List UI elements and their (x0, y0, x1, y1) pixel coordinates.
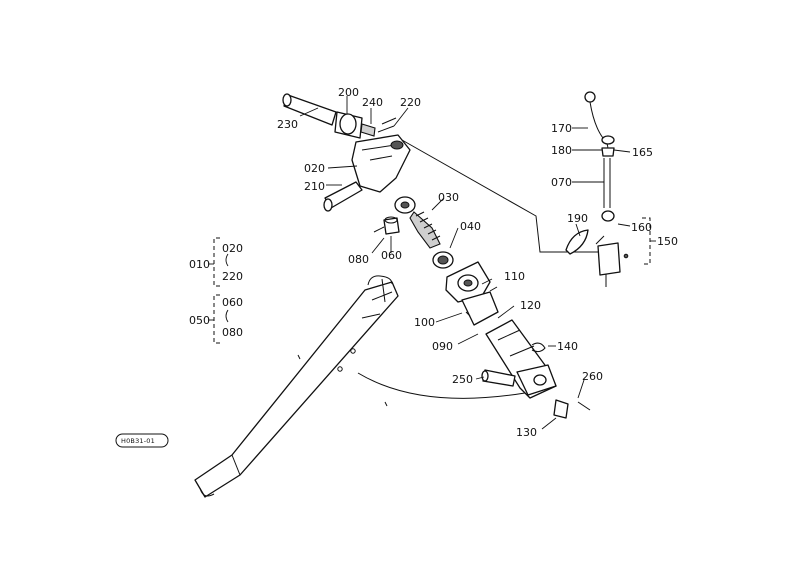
group-bracket-050 (208, 294, 229, 344)
label-240: 240 (362, 96, 383, 109)
label-030: 030 (438, 191, 459, 204)
group-bracket-010 (208, 237, 229, 287)
label-100: 100 (414, 316, 435, 329)
label-160: 160 (631, 221, 652, 234)
group-010-top: 020 (222, 242, 243, 255)
label-260: 260 (582, 370, 603, 383)
stamp-text: H0B31-01 (121, 437, 155, 445)
label-080: 080 (348, 253, 369, 266)
label-070: 070 (551, 176, 572, 189)
label-090: 090 (432, 340, 453, 353)
cylinder-body (445, 261, 591, 419)
label-210: 210 (304, 180, 325, 193)
label-110: 110 (504, 270, 525, 283)
label-220: 220 (400, 96, 421, 109)
part-labels: 200 240 220 230 020 210 030 040 080 060 … (189, 86, 678, 439)
spring-stack (373, 196, 454, 269)
group-050-top: 060 (222, 296, 243, 309)
group-label-050: 050 (189, 314, 210, 327)
label-120: 120 (520, 299, 541, 312)
control-lever-assembly (565, 91, 629, 276)
group-label-010: 010 (189, 258, 210, 271)
group-010-bottom: 220 (222, 270, 243, 283)
label-170: 170 (551, 122, 572, 135)
label-150: 150 (657, 235, 678, 248)
label-140: 140 (557, 340, 578, 353)
group-050-bottom: 080 (222, 326, 243, 339)
label-180: 180 (551, 144, 572, 157)
label-060: 060 (381, 249, 402, 262)
lower-link-arm (194, 275, 526, 498)
label-130: 130 (516, 426, 537, 439)
label-190: 190 (567, 212, 588, 225)
label-020: 020 (304, 162, 325, 175)
handle-assembly (282, 93, 411, 212)
label-250: 250 (452, 373, 473, 386)
drawing-reference-stamp: H0B31-01 (115, 433, 169, 448)
leader-lines (299, 96, 656, 430)
label-040: 040 (460, 220, 481, 233)
label-165: 165 (632, 146, 653, 159)
label-200: 200 (338, 86, 359, 99)
label-230: 230 (277, 118, 298, 131)
